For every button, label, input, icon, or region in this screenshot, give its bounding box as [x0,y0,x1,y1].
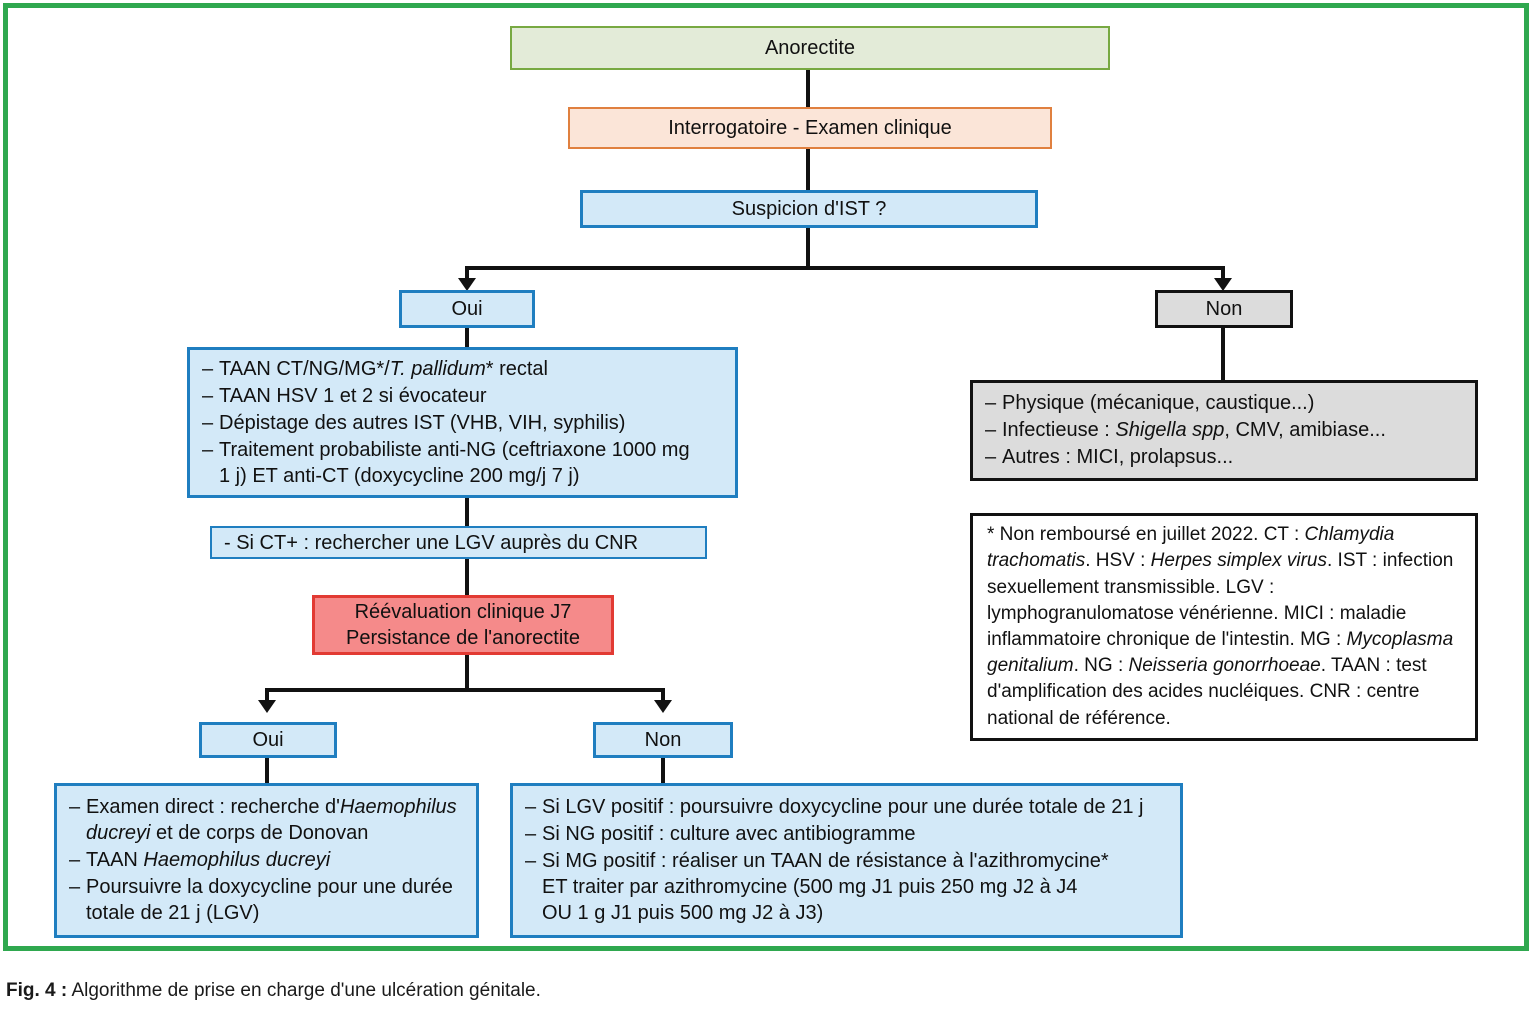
node-legend: * Non remboursé en juillet 2022. CT : Ch… [970,513,1478,741]
figure-label: Fig. 4 : [6,980,68,1001]
connector-decision-to-split [806,228,810,268]
list-item: –TAAN HSV 1 et 2 si évocateur [202,384,487,407]
figure-caption: Fig. 4 : Algorithme de prise en charge d… [6,980,541,1002]
arrow-to-non-persist [654,700,672,713]
dash-bullet: – [202,411,214,434]
node-branch-persist-oui[interactable]: Oui [199,722,337,758]
dash-bullet: – [69,796,81,818]
legend-italic-term: Chlamydia trachomatis [987,524,1395,572]
node-branch-ist-oui-label: Oui [451,298,483,320]
list-item: –Si NG positif : culture avec antibiogra… [525,823,916,845]
legend-text-run: . HSV : [1085,550,1151,572]
dash-bullet: – [525,850,537,872]
list-item: –Traitement probabiliste anti-NG (ceftri… [202,438,690,487]
connector-persist-split-horizontal [265,688,665,692]
node-interrogatoire-label: Interrogatoire - Examen clinique [668,117,952,139]
node-branch-persist-non[interactable]: Non [593,722,733,758]
italic-term: Haemophilus ducreyi [143,849,331,871]
italic-term: T. pallidum [389,357,486,380]
dash-bullet: – [985,392,997,414]
list-item: –TAAN CT/NG/MG*/T. pallidum* rectal [202,357,548,380]
dash-bullet: – [69,876,81,898]
persist-no-list: –Si LGV positif : poursuivre doxycycline… [525,794,1168,927]
node-reevaluation[interactable]: Réévaluation clinique J7 Persistance de … [312,595,614,655]
node-branch-persist-oui-label: Oui [252,729,284,751]
list-item: –TAAN Haemophilus ducreyi [69,849,331,871]
node-branch-persist-non-label: Non [644,729,682,751]
node-anorectite-label: Anorectite [764,37,856,59]
node-branch-ist-oui[interactable]: Oui [399,290,535,328]
list-item: –Si LGV positif : poursuivre doxycycline… [525,796,1144,818]
connector-history-to-decision [806,148,810,190]
connector-split-horizontal [465,266,1225,270]
dash-bullet: – [985,446,997,468]
list-item: –Infectieuse : Shigella spp, CMV, amibia… [985,419,1386,441]
figure-caption-text: Algorithme de prise en charge d'une ulcé… [71,980,541,1001]
dash-bullet: – [525,796,537,818]
dash-bullet: – [202,384,214,407]
node-non-ist-causes[interactable]: –Physique (mécanique, caustique...) –Infe… [970,380,1478,481]
connector-non-persist-to-actions [661,758,665,783]
connector-split-right-down [1221,266,1225,286]
connector-start-to-history [806,70,810,108]
node-persist-yes-actions[interactable]: –Examen direct : recherche d'Haemophilus… [54,783,479,938]
connector-workup-to-ctplus [465,498,469,526]
connector-split-left-down [465,266,469,286]
legend-italic-term: Mycoplasma genitalium [987,629,1454,677]
node-reevaluation-line2: Persistance de l'anorectite [346,627,580,649]
node-persist-no-actions[interactable]: –Si LGV positif : poursuivre doxycycline… [510,783,1183,938]
legend-text-run: . IST : infection sexuellement transmiss… [987,550,1454,650]
connector-non-ist-to-causes [1221,328,1225,380]
node-interrogatoire[interactable]: Interrogatoire - Examen clinique [568,107,1052,149]
list-item: –Examen direct : recherche d'Haemophilus… [69,796,457,844]
list-item: –Poursuivre la doxycycline pour une duré… [69,876,453,924]
arrow-to-oui-ist [458,278,476,291]
node-branch-ist-non-label: Non [1205,298,1243,320]
connector-oui-to-workup [465,328,469,348]
node-anorectite[interactable]: Anorectite [510,26,1110,70]
arrow-to-oui-persist [258,700,276,713]
node-ist-workup[interactable]: –TAAN CT/NG/MG*/T. pallidum* rectal –TAAN… [187,347,738,498]
legend-text-run: * Non remboursé en juillet 2022. CT : [987,524,1305,546]
connector-persist-left-down [265,688,269,703]
list-item: –Dépistage des autres IST (VHB, VIH, syp… [202,411,626,434]
list-item: –Autres : MICI, prolapsus... [985,446,1234,468]
node-branch-ist-non[interactable]: Non [1155,290,1293,328]
italic-term: Haemophilus ducreyi [86,796,457,844]
dash-bullet: – [69,849,81,871]
node-suspicion-ist[interactable]: Suspicion d'IST ? [580,190,1038,228]
non-ist-causes-list: –Physique (mécanique, caustique...) –Infe… [985,390,1463,471]
connector-reevaluation-to-split [465,655,469,690]
node-si-ct-plus[interactable]: - Si CT+ : rechercher une LGV auprès du … [210,526,707,559]
node-reevaluation-text: Réévaluation clinique J7 Persistance de … [315,599,611,651]
connector-persist-right-down [661,688,665,703]
persist-yes-list: –Examen direct : recherche d'Haemophilus… [69,794,464,927]
dash-bullet: – [985,419,997,441]
legend-text-run: . NG : [1073,655,1129,677]
list-item: –Si MG positif : réaliser un TAAN de rés… [525,850,1109,924]
node-suspicion-ist-label: Suspicion d'IST ? [731,198,887,220]
list-item: –Physique (mécanique, caustique...) [985,392,1315,414]
dash-bullet: – [202,438,214,461]
legend-italic-term: Herpes simplex virus [1150,550,1327,572]
legend-text: * Non remboursé en juillet 2022. CT : Ch… [987,522,1461,732]
legend-italic-term: Neisseria gonorrhoeae [1128,655,1321,677]
connector-oui-persist-to-actions [265,758,269,783]
connector-ctplus-to-reevaluation [465,559,469,595]
dash-bullet: – [202,357,214,380]
arrow-to-non-ist [1214,278,1232,291]
ist-workup-list: –TAAN CT/NG/MG*/T. pallidum* rectal –TAAN… [202,356,723,490]
dash-bullet: – [525,823,537,845]
legend-text-run: . TAAN : test d'amplification des acides… [987,655,1427,729]
italic-term: Shigella spp [1115,419,1225,441]
node-reevaluation-line1: Réévaluation clinique J7 [354,601,572,623]
node-si-ct-plus-label: - Si CT+ : rechercher une LGV auprès du … [224,531,639,554]
